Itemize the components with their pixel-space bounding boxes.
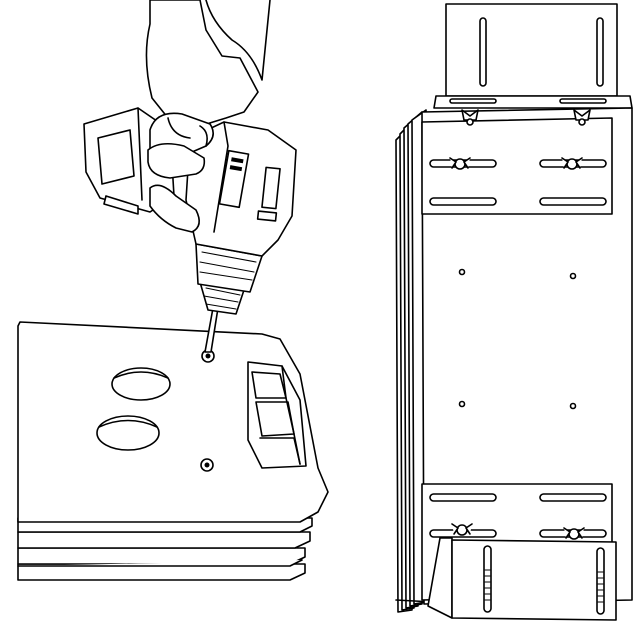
drill-side-panel <box>218 149 250 209</box>
right-panel <box>395 3 633 621</box>
bottom-slot-left <box>483 545 492 613</box>
bracket-slot-left <box>479 17 487 87</box>
bottom-bracket <box>427 537 617 621</box>
plate-layer-3 <box>17 531 311 549</box>
finger-middle <box>147 142 206 179</box>
plate-hole-upper <box>111 367 171 401</box>
hole-inner-edge-lower <box>98 419 158 428</box>
stacked-layers <box>395 109 471 613</box>
plate-edge-line <box>17 559 303 567</box>
wing-nut-lower-left <box>456 524 468 536</box>
top-wing-nuts <box>461 109 591 126</box>
plate-stack <box>17 517 313 581</box>
hand <box>145 0 271 179</box>
plate-notches <box>247 361 307 469</box>
upper-clamp-plate <box>421 117 613 215</box>
wing-nut-lower-right <box>568 528 580 540</box>
panel-holes <box>458 268 577 410</box>
left-panel <box>17 0 329 581</box>
mount-panel <box>421 107 633 605</box>
bracket-slot-right <box>596 17 604 87</box>
bottom-slot-right <box>596 547 605 615</box>
wing-nut-upper-left <box>454 158 466 170</box>
wing-nut-upper-right <box>566 158 578 170</box>
hole-inner-edge-upper <box>113 371 169 379</box>
drill-trigger <box>149 184 200 233</box>
plate-hole-lower <box>96 415 160 451</box>
drill-body <box>185 121 297 257</box>
drill-chuck <box>195 243 263 315</box>
top-bracket <box>433 3 633 109</box>
